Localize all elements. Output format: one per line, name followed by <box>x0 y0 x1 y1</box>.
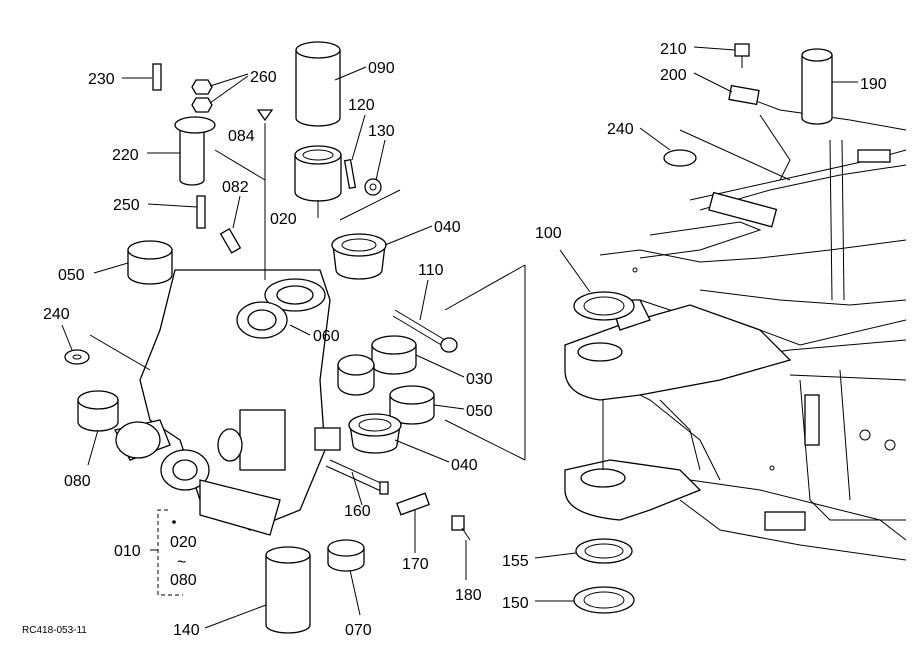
label-250: 250 <box>113 197 140 214</box>
label-090: 090 <box>368 60 395 77</box>
main-frame-drawing <box>599 94 907 561</box>
label-040-lower: 040 <box>451 457 478 474</box>
label-170: 170 <box>402 556 429 573</box>
label-180: 180 <box>455 587 482 604</box>
label-range-tilde: ~ <box>177 554 186 571</box>
label-140: 140 <box>173 622 200 639</box>
label-040-upper: 040 <box>434 219 461 236</box>
label-240-right: 240 <box>607 121 634 138</box>
part-labels: 230 260 090 084 120 130 220 082 250 020 … <box>22 41 887 639</box>
diagram-code: RC418-053-11 <box>22 625 87 636</box>
leader-lines <box>61 46 858 629</box>
label-range-start: 020 <box>170 534 197 551</box>
swing-bracket-010-drawing <box>114 269 341 536</box>
label-110: 110 <box>418 262 444 279</box>
label-160: 160 <box>344 503 371 520</box>
label-050-left: 050 <box>58 267 85 284</box>
parts-drawing <box>64 41 833 634</box>
label-190: 190 <box>860 76 887 93</box>
label-010: 010 <box>114 543 141 560</box>
label-070: 070 <box>345 622 372 639</box>
label-230: 230 <box>88 71 115 88</box>
label-range-end: 080 <box>170 572 197 589</box>
label-210: 210 <box>660 41 687 58</box>
label-150: 150 <box>502 595 529 612</box>
label-155: 155 <box>502 553 529 570</box>
label-080: 080 <box>64 473 91 490</box>
label-050-right: 050 <box>466 403 493 420</box>
label-030: 030 <box>466 371 493 388</box>
label-100: 100 <box>535 225 562 242</box>
label-260: 260 <box>250 69 277 86</box>
label-082: 082 <box>222 179 249 196</box>
label-240-left: 240 <box>43 306 70 323</box>
label-130: 130 <box>368 123 395 140</box>
label-200: 200 <box>660 67 687 84</box>
label-084: 084 <box>228 128 255 145</box>
label-220: 220 <box>112 147 139 164</box>
swing-bracket-drawing <box>564 299 792 521</box>
label-060: 060 <box>313 328 340 345</box>
label-020: 020 <box>270 211 297 228</box>
label-120: 120 <box>348 97 375 114</box>
